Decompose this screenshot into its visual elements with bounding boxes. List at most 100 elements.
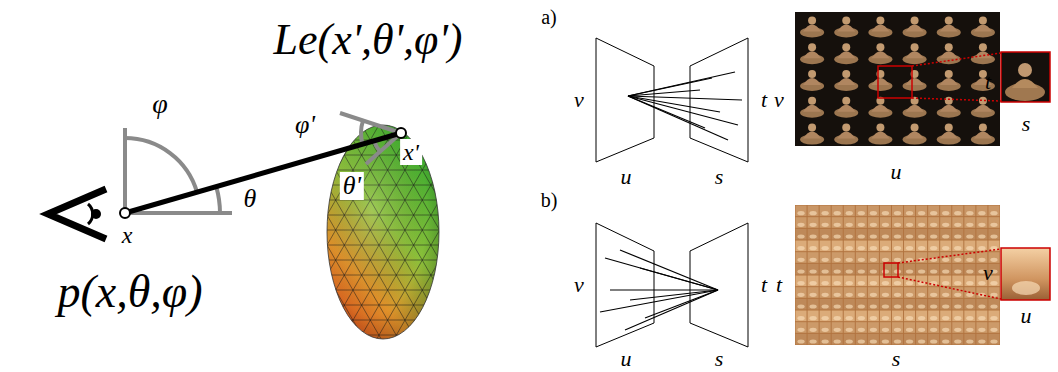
axis-label: s <box>715 166 724 188</box>
pixel-thumb <box>820 206 831 217</box>
buddha-thumb <box>903 43 927 64</box>
pixel-thumb <box>796 334 807 345</box>
pixel-thumb <box>904 299 915 310</box>
pixel-thumb <box>952 299 963 310</box>
pixel-thumb <box>964 264 975 275</box>
buddha-thumb <box>800 70 824 91</box>
pixel-thumb <box>844 217 855 228</box>
pixel-thumb <box>880 241 891 252</box>
pixel-thumb <box>820 287 831 298</box>
pixel-thumb <box>940 206 951 217</box>
mesh-edge <box>431 125 555 340</box>
pixel-thumb <box>820 311 831 322</box>
pixel-thumb <box>832 276 843 287</box>
pixel-thumb <box>952 311 963 322</box>
axis-label: v <box>574 274 584 296</box>
pixel-thumb <box>880 299 891 310</box>
pixel-thumb <box>820 299 831 310</box>
pixel-thumb <box>964 241 975 252</box>
pixel-thumb <box>832 229 843 240</box>
pixel-thumb <box>928 229 939 240</box>
pixel-thumb <box>844 241 855 252</box>
pixel-thumb <box>892 229 903 240</box>
pixel-thumb <box>952 264 963 275</box>
axis-label: s <box>1022 113 1031 135</box>
axis-label: s <box>715 348 724 370</box>
pixel-thumb <box>808 217 819 228</box>
pixel-thumb <box>916 322 927 333</box>
pixel-thumb <box>856 229 867 240</box>
buddha-thumb <box>937 70 961 91</box>
axis-label: v <box>983 262 993 284</box>
pixel-thumb <box>904 287 915 298</box>
pixel-thumb <box>904 311 915 322</box>
pixel-thumb <box>796 287 807 298</box>
buddha-thumb <box>971 124 995 145</box>
pixel-thumb <box>976 241 987 252</box>
pixel-thumb <box>868 206 879 217</box>
pixel-thumb <box>832 334 843 345</box>
pixel-thumb <box>844 311 855 322</box>
mesh-edge <box>448 125 572 340</box>
pixel-thumb <box>880 322 891 333</box>
axis-label: u <box>621 348 632 370</box>
buddha-thumb <box>834 43 858 64</box>
pixel-thumb <box>928 217 939 228</box>
pixel-thumb <box>964 229 975 240</box>
pixel-thumb <box>880 206 891 217</box>
pixel-thumb <box>880 217 891 228</box>
pixel-thumb <box>844 287 855 298</box>
pixel-thumb <box>892 299 903 310</box>
pixel-thumb <box>892 252 903 263</box>
pixel-thumb <box>808 299 819 310</box>
pixel-thumb <box>880 287 891 298</box>
pixel-thumb <box>952 334 963 345</box>
buddha-thumb <box>868 16 892 37</box>
pixel-thumb <box>988 334 999 345</box>
pixel-thumb <box>964 276 975 287</box>
pixel-thumb <box>856 264 867 275</box>
pixel-thumb <box>808 241 819 252</box>
pixel-thumb <box>916 206 927 217</box>
pixel-thumb <box>832 217 843 228</box>
pixel-thumb <box>904 217 915 228</box>
pixel-thumb <box>844 229 855 240</box>
pixel-thumb <box>892 287 903 298</box>
pixel-thumb <box>928 206 939 217</box>
pixel-thumb <box>796 264 807 275</box>
buddha-thumb <box>971 97 995 118</box>
pixel-thumb <box>820 276 831 287</box>
pixel-thumb <box>808 322 819 333</box>
pixel-thumb <box>928 322 939 333</box>
pixel-thumb <box>928 299 939 310</box>
ray <box>605 258 718 290</box>
pixel-thumb <box>820 264 831 275</box>
buddha-thumb <box>834 70 858 91</box>
zoom-inset-b <box>1001 248 1050 300</box>
pixel-thumb <box>976 206 987 217</box>
pixel-thumb <box>844 264 855 275</box>
pixel-thumb <box>832 287 843 298</box>
pixel-thumb <box>976 229 987 240</box>
ray <box>625 290 718 330</box>
pixel-thumb <box>940 299 951 310</box>
pixel-thumb <box>976 217 987 228</box>
pixel-thumb <box>820 217 831 228</box>
eye-symbol <box>48 189 106 239</box>
mesh-edge <box>483 125 607 340</box>
pixel-thumb <box>928 287 939 298</box>
pixel-thumb <box>868 252 879 263</box>
axis-label: t <box>761 89 767 111</box>
ray <box>600 290 718 312</box>
buddha-thumbnails <box>800 16 995 144</box>
buddha-thumb <box>971 70 995 91</box>
pixel-thumb <box>844 299 855 310</box>
buddha-thumb <box>800 124 824 145</box>
pixel-thumb <box>988 299 999 310</box>
symbol-label: θ <box>244 186 257 212</box>
pixel-thumb <box>892 241 903 252</box>
pixel-thumb <box>964 322 975 333</box>
pixel-thumb <box>964 217 975 228</box>
mesh-edge <box>466 125 590 340</box>
